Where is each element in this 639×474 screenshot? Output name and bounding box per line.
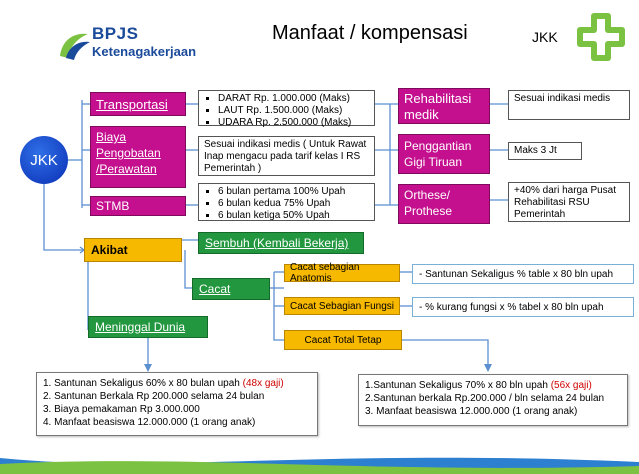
medical-cost-label-2: Pengobatan — [96, 146, 161, 160]
program-label: JKK — [532, 29, 558, 45]
death-benefit-list: 1. Santunan Sekaligus 60% x 80 bulan upa… — [36, 372, 318, 436]
stmb-item: 6 bulan pertama 100% Upah — [218, 186, 369, 198]
anatomis-result: - Santunan Sekaligus % table x 80 bln up… — [412, 264, 634, 284]
medical-info: Sesuai indikasi medis ( Untuk Rawat Inap… — [198, 136, 375, 176]
jkk-node: JKK — [20, 136, 68, 184]
transport-info: DARAT Rp. 1.000.000 (Maks) LAUT Rp. 1.50… — [198, 90, 375, 129]
transport-item: LAUT Rp. 1.500.000 (Maks) — [218, 105, 369, 117]
cacat-total-box: Cacat Total Tetap — [284, 330, 402, 350]
death-benefit-item: 3. Biaya pemakaman Rp 3.000.000 — [43, 404, 200, 415]
death-benefit-text: 1. Santunan Sekaligus 60% x 80 bulan upa… — [43, 378, 243, 389]
transport-item: DARAT Rp. 1.000.000 (Maks) — [218, 93, 369, 105]
teeth-info: Maks 3 Jt — [508, 142, 582, 160]
sembuh-box: Sembuh (Kembali Bekerja) — [198, 232, 364, 254]
total-disability-highlight: (56x gaji) — [550, 380, 592, 391]
stmb-box: STMB — [90, 196, 186, 216]
orthese-box: Orthese/ Prothese — [398, 184, 490, 224]
transport-box: Transportasi — [90, 92, 186, 116]
cacat-fungsi-box: Cacat Sebagian Fungsi — [284, 297, 400, 315]
fungsi-result: - % kurang fungsi x % tabel x 80 bln upa… — [412, 297, 634, 317]
health-cross-icon — [577, 13, 625, 61]
total-disability-item: 3. Manfaat beasiswa 12.000.000 (1 orang … — [365, 406, 578, 417]
death-benefit-item: 2. Santunan Berkala Rp 200.000 selama 24… — [43, 391, 265, 402]
total-disability-text: 1.Santunan Sekaligus 70% x 80 bln upah — [365, 380, 551, 391]
page-title: Manfaat / kompensasi — [272, 22, 468, 44]
stmb-item: 6 bulan ketiga 50% Upah — [218, 210, 369, 222]
medical-cost-box: Biaya Pengobatan /Perawatan — [90, 126, 186, 188]
medical-cost-label-1: Biaya — [96, 130, 127, 144]
bottom-wave-decoration — [0, 457, 639, 474]
akibat-box: Akibat — [84, 238, 182, 262]
stmb-item: 6 bulan kedua 75% Upah — [218, 198, 369, 210]
rehab-info: Sesuai indikasi medis — [508, 90, 630, 120]
meninggal-box: Meninggal Dunia — [88, 316, 208, 338]
stmb-info: 6 bulan pertama 100% Upah 6 bulan kedua … — [198, 183, 375, 221]
death-benefit-item: 1. Santunan Sekaligus 60% x 80 bulan upa… — [43, 377, 311, 390]
total-disability-benefit-list: 1.Santunan Sekaligus 70% x 80 bln upah (… — [358, 374, 628, 426]
transport-item: UDARA Rp. 2.500.000 (Maks) — [218, 117, 369, 129]
brand-sub: Ketenagakerjaan — [92, 44, 197, 59]
bpjs-logo-icon — [60, 33, 90, 60]
death-benefit-item: 4. Manfaat beasiswa 12.000.000 (1 orang … — [43, 417, 256, 428]
total-disability-item: 2.Santunan berkala Rp.200.000 / bln sela… — [365, 393, 605, 404]
brand-name: BPJS — [92, 24, 139, 43]
rehab-box: Rehabilitasi medik — [398, 88, 490, 124]
orthese-info: +40% dari harga Pusat Rehabilitasi RSU P… — [508, 182, 630, 222]
total-disability-item: 1.Santunan Sekaligus 70% x 80 bln upah (… — [365, 379, 621, 392]
teeth-box: Penggantian Gigi Tiruan — [398, 134, 490, 174]
cacat-anatomis-box: Cacat sebagian Anatomis — [284, 262, 400, 284]
cacat-box: Cacat — [192, 278, 270, 300]
death-benefit-highlight: (48x gaji) — [242, 378, 284, 389]
medical-cost-label-3: /Perawatan — [96, 162, 157, 176]
